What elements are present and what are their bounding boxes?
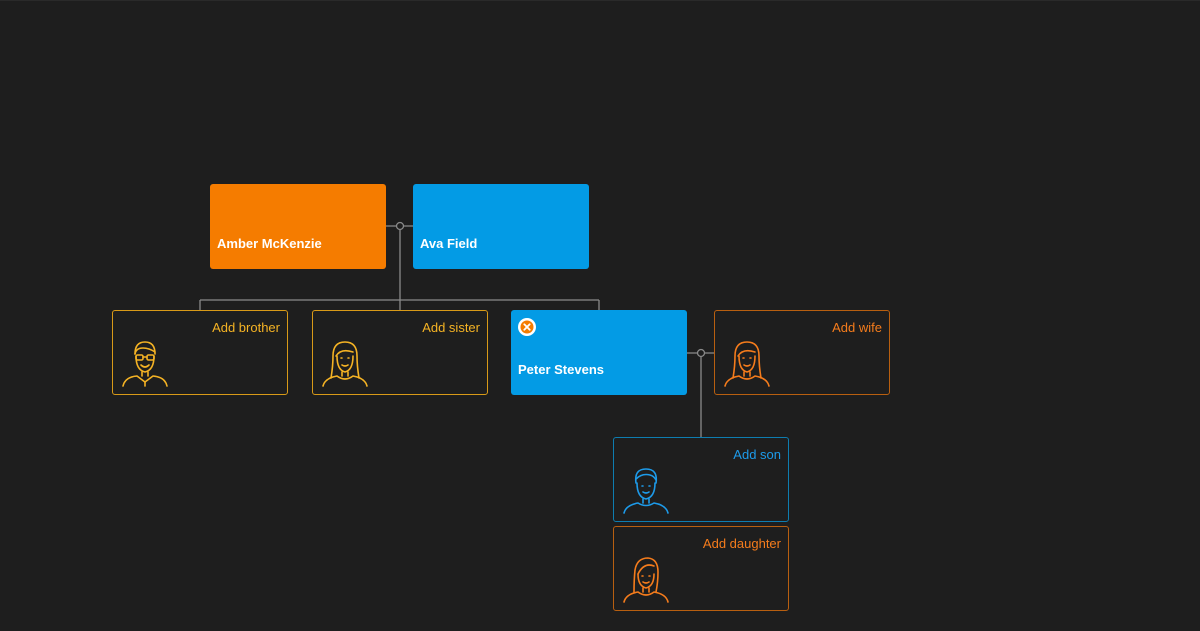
person-card-peter-stevens[interactable]: Peter Stevens	[511, 310, 687, 395]
add-daughter-label: Add daughter	[702, 536, 781, 551]
remove-person-button[interactable]	[518, 318, 536, 336]
add-son-label: Add son	[733, 447, 781, 462]
add-daughter-card[interactable]: Add daughter	[613, 526, 789, 611]
person-name: Amber McKenzie	[217, 236, 322, 251]
self-junction-dot	[696, 348, 706, 358]
close-icon	[520, 320, 534, 334]
man-glasses-icon	[122, 341, 168, 387]
add-sister-label: Add sister	[422, 320, 480, 335]
girl-icon	[623, 557, 669, 603]
add-wife-card[interactable]: Add wife	[714, 310, 890, 395]
add-brother-card[interactable]: Add brother	[112, 310, 288, 395]
add-brother-label: Add brother	[212, 320, 280, 335]
add-wife-label: Add wife	[832, 320, 882, 335]
woman-icon	[322, 341, 368, 387]
person-name: Ava Field	[420, 236, 478, 251]
add-son-card[interactable]: Add son	[613, 437, 789, 522]
boy-icon	[623, 468, 669, 514]
add-sister-card[interactable]: Add sister	[312, 310, 488, 395]
person-name: Peter Stevens	[518, 362, 604, 377]
person-card-ava-field[interactable]: Ava Field	[413, 184, 589, 269]
person-card-amber-mckenzie[interactable]: Amber McKenzie	[210, 184, 386, 269]
parents-junction-dot	[395, 221, 405, 231]
woman-icon	[724, 341, 770, 387]
